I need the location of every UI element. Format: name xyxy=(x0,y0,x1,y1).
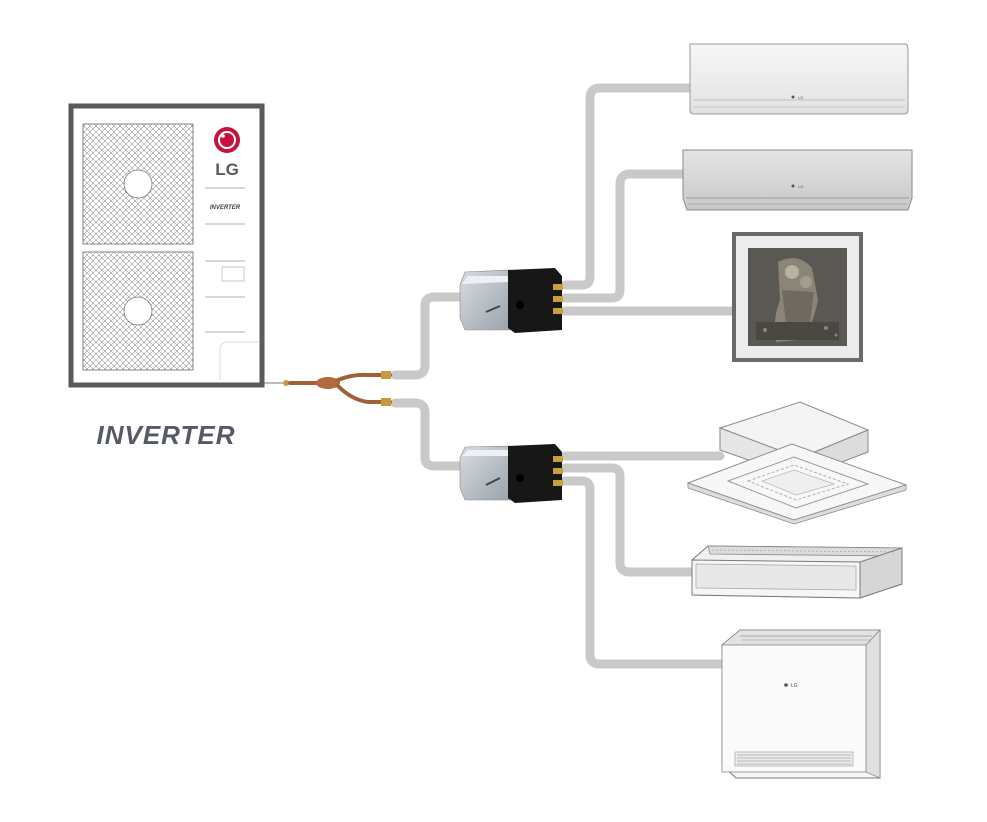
floor-console-unit: LG xyxy=(720,628,881,779)
fan-grill-lower xyxy=(82,251,194,371)
wall-mounted-unit-2: LG xyxy=(682,149,913,211)
refrigerant-pipes xyxy=(390,83,743,669)
fan-grill-upper xyxy=(82,123,194,245)
outdoor-unit: LG INVERTER xyxy=(68,103,265,388)
pipe-to-duct-unit xyxy=(560,463,697,577)
pipe-to-console-unit xyxy=(560,476,730,669)
inverter-caption: INVERTER xyxy=(97,420,236,450)
lg-logo-icon xyxy=(214,127,240,153)
pipe-to-wall-unit-2 xyxy=(560,169,690,303)
branch-distribution-box-upper xyxy=(459,268,563,333)
wall-unit-2-brand-mark: LG xyxy=(798,184,803,189)
console-unit-brand-mark: LG xyxy=(791,683,798,689)
painting-artwork-icon xyxy=(748,248,847,346)
wall-mounted-unit-1: LG xyxy=(689,43,909,115)
art-cool-gallery-unit xyxy=(732,232,863,362)
pipe-to-lower-box xyxy=(390,398,470,471)
pipe-to-wall-unit-1 xyxy=(560,83,695,290)
ducted-unit xyxy=(691,545,903,599)
wall-unit-1-brand-mark: LG xyxy=(798,95,803,100)
outdoor-unit-brand: LG xyxy=(215,160,239,179)
y-branch-joint xyxy=(262,371,392,406)
pipe-to-upper-box xyxy=(390,292,470,380)
outdoor-unit-panel-label: INVERTER xyxy=(210,205,241,211)
branch-distribution-box-lower xyxy=(459,444,563,503)
ceiling-cassette-unit xyxy=(686,401,908,525)
